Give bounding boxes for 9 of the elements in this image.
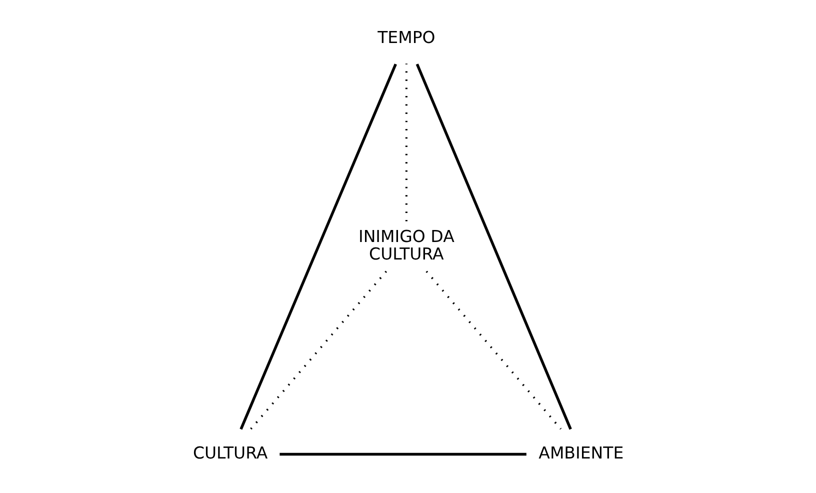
node-text: AMBIENTE [538,444,624,462]
node-text: CULTURA [192,444,268,462]
node-text: INIMIGO DA CULTURA [358,226,454,264]
connector [250,270,387,430]
node-text: TEMPO [377,28,435,48]
connector [425,270,562,430]
connector [415,64,572,430]
connector [239,64,396,430]
connector [279,452,526,456]
